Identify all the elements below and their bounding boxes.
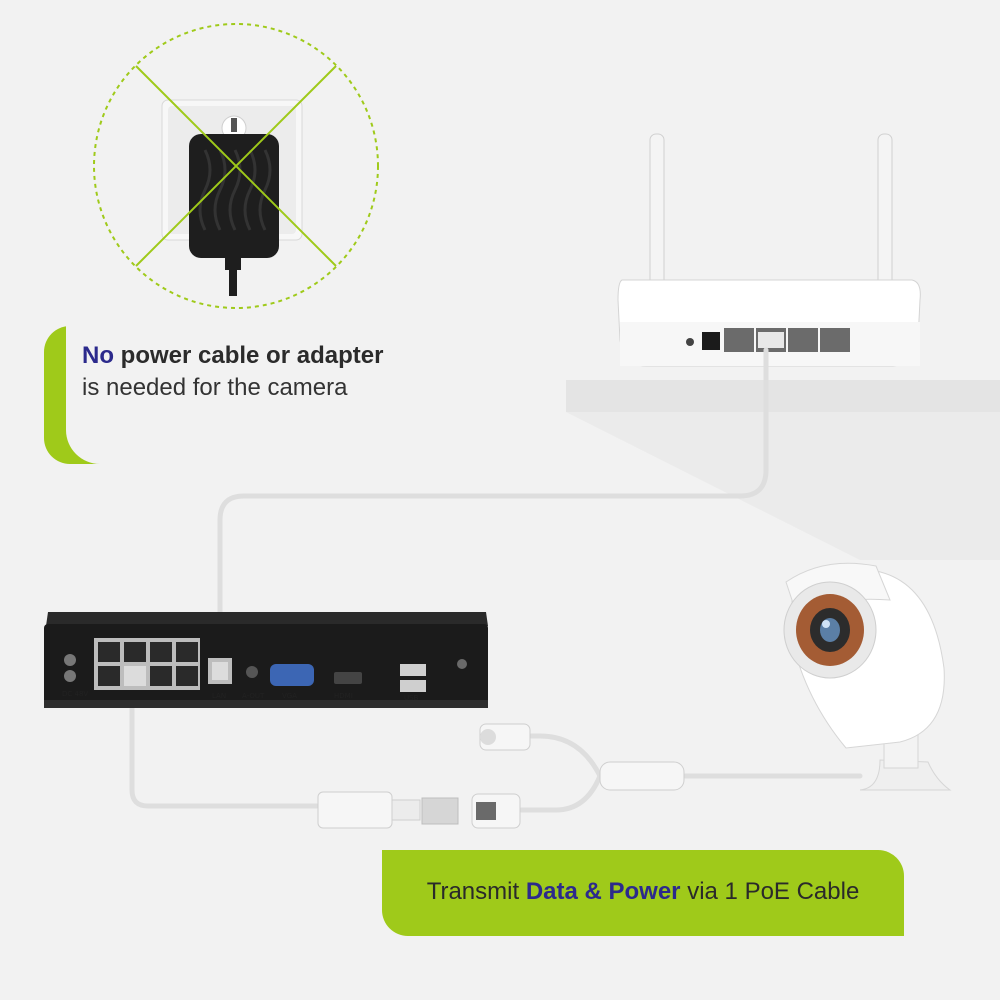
nvr-recorder: DC 48V LAN A-OUT VGA HDMI USB [44, 612, 488, 708]
poe-callout-text: Transmit Data & Power via 1 PoE Cable [382, 878, 904, 906]
dc-port-label: DC 48V [62, 690, 88, 698]
no-adapter-callout: No power cable or adapter is needed for … [44, 326, 484, 464]
callout-line-2: is needed for the camera [82, 374, 348, 401]
no-adapter-text: No power cable or adapter is needed for … [82, 340, 482, 404]
hdmi-port-label: HDMI [334, 692, 353, 700]
bullet-camera [783, 562, 952, 791]
shelf [566, 380, 1000, 560]
wall-adapter-crossed [93, 23, 379, 309]
callout-line-1: No power cable or adapter [82, 340, 482, 372]
rj45-coupler [317, 723, 685, 829]
usb-port-label: USB [404, 694, 419, 702]
vga-port-label: VGA [282, 692, 297, 700]
callout-accent-bar [44, 326, 150, 464]
poe-suffix: via 1 PoE Cable [680, 878, 860, 905]
poe-prefix: Transmit [426, 878, 526, 905]
wifi-router [617, 133, 921, 367]
poe-highlight: Data & Power [525, 878, 681, 905]
callout-highlight: No [82, 342, 114, 369]
callout-line-1-rest: power cable or adapter [114, 342, 384, 369]
lan-port-label: LAN [212, 692, 226, 700]
poe-callout: Transmit Data & Power via 1 PoE Cable [382, 850, 904, 936]
audio-out-port-label: A-OUT [242, 692, 265, 700]
